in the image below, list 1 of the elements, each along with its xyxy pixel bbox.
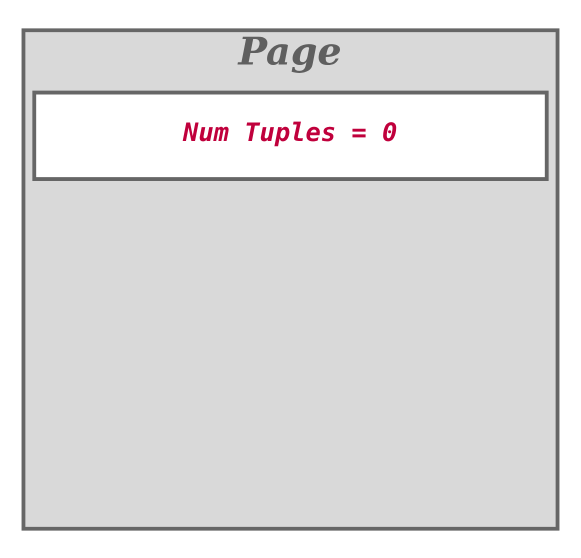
- node-box: Num Tuples = 0: [32, 90, 549, 180]
